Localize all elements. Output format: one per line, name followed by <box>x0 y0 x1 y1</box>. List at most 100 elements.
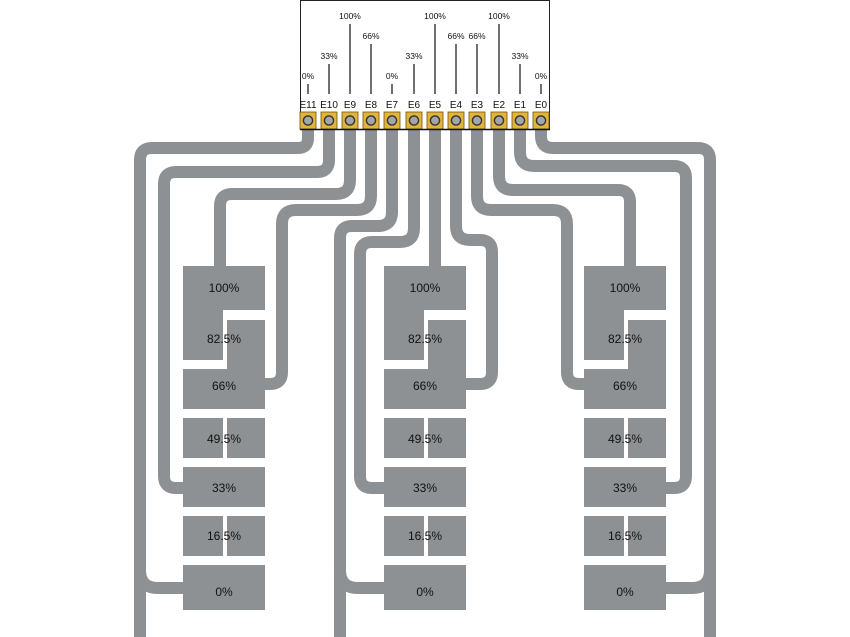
trace-3 <box>262 130 377 390</box>
pad-label: 49.5% <box>207 432 241 446</box>
trace-4 <box>334 130 398 637</box>
terminal-e9[interactable]: 100% E9 <box>339 11 361 130</box>
terminal-e8[interactable]: 66% E8 <box>362 31 380 130</box>
pad-label: 49.5% <box>608 432 642 446</box>
terminal-e0[interactable]: 0% E0 <box>532 71 550 130</box>
terminal-name: E8 <box>365 100 378 111</box>
terminal-name: E11 <box>299 100 316 111</box>
terminal-e7[interactable]: 0% E7 <box>383 71 401 130</box>
pad-33pct: 33% <box>384 467 466 507</box>
terminal-name: E7 <box>386 100 399 111</box>
terminal-percent: 33% <box>511 51 528 61</box>
pad-0pct: 0% <box>584 565 666 610</box>
terminal-e11[interactable]: 0% E11 <box>299 71 317 130</box>
terminal-name: E4 <box>450 100 463 111</box>
terminal-e1[interactable]: 33% E1 <box>511 51 529 130</box>
pad-label: 16.5% <box>608 529 642 543</box>
pad-33pct: 33% <box>183 467 265 507</box>
pad-label: 49.5% <box>408 432 442 446</box>
terminal-name: E3 <box>471 100 484 111</box>
trace-branch-1 <box>334 569 390 594</box>
terminal-name: E5 <box>429 100 442 111</box>
trace-branch-0 <box>134 569 190 594</box>
terminal-percent: 66% <box>447 31 464 41</box>
pad-label: 33% <box>613 481 637 495</box>
terminal-percent: 33% <box>405 51 422 61</box>
pad-label: 66% <box>613 379 637 393</box>
pad-0pct: 0% <box>384 565 466 610</box>
terminal-e3[interactable]: 66% E3 <box>468 31 486 130</box>
terminal-hole-icon <box>450 115 462 126</box>
terminal-hole-icon <box>408 115 420 126</box>
terminal-hole-icon <box>471 115 483 126</box>
terminal-name: E0 <box>535 100 548 111</box>
trace-2 <box>214 130 356 268</box>
terminal-hole-icon <box>302 115 314 126</box>
pad-16_5pct: 16.5% <box>183 516 265 556</box>
pad-label: 82.5% <box>408 332 442 346</box>
terminal-hole-icon <box>493 115 505 126</box>
terminal-name: E2 <box>493 100 506 111</box>
pad-100pct: 100% <box>183 266 265 360</box>
trace-1 <box>158 130 335 494</box>
terminal-percent: 100% <box>488 11 510 21</box>
pad-label: 0% <box>616 585 634 599</box>
terminal-hole-icon <box>514 115 526 126</box>
pad-16_5pct: 16.5% <box>384 516 466 556</box>
pad-label: 66% <box>212 379 236 393</box>
terminal-name: E6 <box>408 100 421 111</box>
pad-group-right: 100% 82.5% 66% 49.5% 33% 16.5% 0% <box>584 266 666 610</box>
trace-7 <box>450 130 498 390</box>
pad-49_5pct: 49.5% <box>584 418 666 458</box>
pad-label: 100% <box>610 281 641 295</box>
trace-8 <box>471 130 590 390</box>
connector-header: 0%E1133%E10100%E966%E80%E733%E6100%E566%… <box>299 0 550 131</box>
trace-5 <box>354 130 420 494</box>
pad-label: 82.5% <box>608 332 642 346</box>
terminal-e4[interactable]: 66% E4 <box>447 31 465 130</box>
pad-layer: 100% 82.5% 66% 49.5% 33% 16.5% 0% 100% 82.5% 66% 4… <box>183 266 666 610</box>
terminal-name: E9 <box>344 100 357 111</box>
terminal-e5[interactable]: 100% E5 <box>424 11 446 130</box>
pad-label: 100% <box>209 281 240 295</box>
connector-box <box>300 0 550 130</box>
pad-label: 0% <box>215 585 233 599</box>
pad-0pct: 0% <box>183 565 265 610</box>
terminal-hole-icon <box>386 115 398 126</box>
terminal-percent: 100% <box>424 11 446 21</box>
terminal-percent: 0% <box>386 71 399 81</box>
pad-group-left: 100% 82.5% 66% 49.5% 33% 16.5% 0% <box>183 266 265 610</box>
terminal-hole-icon <box>535 115 547 126</box>
trace-layer <box>134 130 716 637</box>
pad-label: 82.5% <box>207 332 241 346</box>
pad-label: 33% <box>413 481 437 495</box>
terminal-percent: 0% <box>535 71 548 81</box>
pad-label: 16.5% <box>408 529 442 543</box>
terminal-hole-icon <box>344 115 356 126</box>
pad-label: 100% <box>410 281 441 295</box>
terminal-percent: 0% <box>302 71 315 81</box>
terminal-name: E1 <box>514 100 527 111</box>
terminal-hole-icon <box>429 115 441 126</box>
trace-9 <box>493 130 636 268</box>
pad-100pct: 100% <box>384 266 466 360</box>
terminal-e2[interactable]: 100% E2 <box>488 11 510 130</box>
pad-label: 66% <box>413 379 437 393</box>
terminal-percent: 66% <box>362 31 379 41</box>
terminal-hole-icon <box>365 115 377 126</box>
pad-66pct: 66% <box>183 369 265 409</box>
pad-49_5pct: 49.5% <box>183 418 265 458</box>
terminal-name: E10 <box>320 100 338 111</box>
terminal-percent: 66% <box>468 31 485 41</box>
pad-66pct: 66% <box>584 369 666 409</box>
terminal-e10[interactable]: 33%E10 <box>320 51 338 130</box>
terminal-e6[interactable]: 33% E6 <box>405 51 423 130</box>
pad-49_5pct: 49.5% <box>384 418 466 458</box>
trace-0 <box>134 130 314 637</box>
pad-33pct: 33% <box>584 467 666 507</box>
pad-group-middle: 100% 82.5% 66% 49.5% 33% 16.5% 0% <box>384 266 466 610</box>
pad-66pct: 66% <box>384 369 466 409</box>
terminal-percent: 100% <box>339 11 361 21</box>
trace-branch-2 <box>662 569 716 594</box>
